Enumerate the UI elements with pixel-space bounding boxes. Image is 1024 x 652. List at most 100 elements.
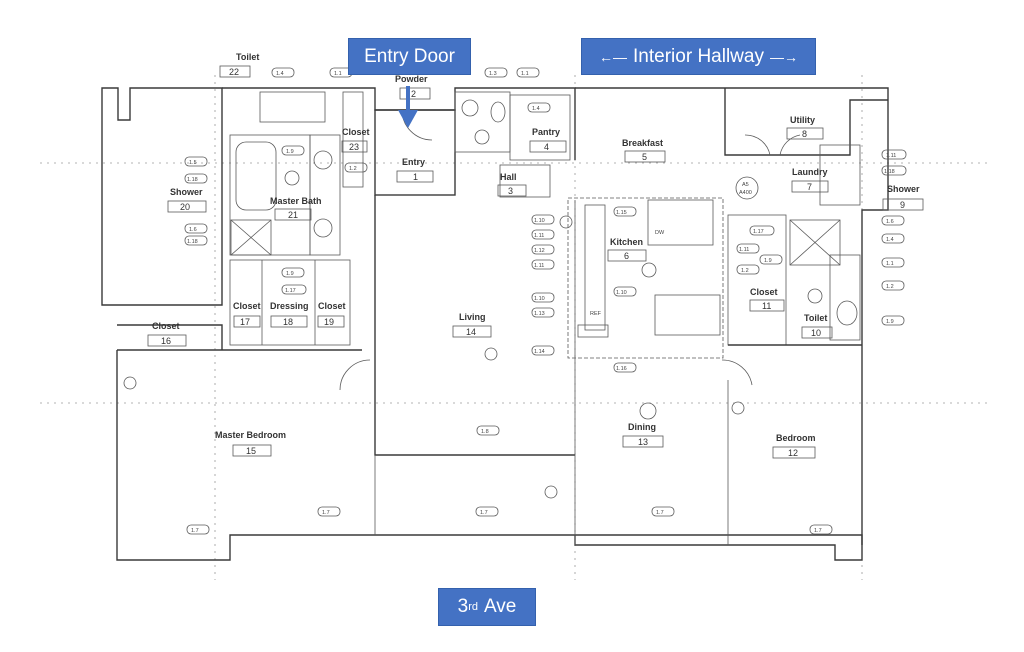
room-num-23: 23 bbox=[349, 142, 359, 152]
tag-1-9-b: 1.9 bbox=[286, 271, 294, 277]
left-arrow-icon: ←— bbox=[599, 48, 628, 65]
tag-1-4-c: 1.4 bbox=[886, 237, 894, 243]
fixture-labels: DW REF A5 A400 bbox=[590, 176, 759, 317]
section-ref-label: A5 bbox=[742, 182, 749, 188]
kitchen-block bbox=[559, 197, 724, 420]
tag-1-7-c: 1.7 bbox=[480, 510, 488, 516]
street-number: 3 bbox=[457, 596, 469, 617]
tag-1-18-b: 1.18 bbox=[187, 239, 198, 245]
room-num-13: 13 bbox=[638, 437, 648, 447]
room-name-breakfast: Breakfast bbox=[622, 138, 663, 148]
tag-1-4-b: 1.4 bbox=[532, 106, 540, 112]
ceiling-fixtures bbox=[284, 129, 823, 304]
room-num-3: 3 bbox=[508, 186, 513, 196]
tag-1-4-a: 1.4 bbox=[276, 71, 284, 77]
room-name-entry: Entry bbox=[402, 157, 425, 167]
right-wing bbox=[727, 134, 862, 545]
tag-1-2-a: 1.2 bbox=[349, 166, 357, 172]
down-arrow-icon bbox=[398, 86, 418, 128]
room-name-closet-11: Closet bbox=[750, 287, 778, 297]
room-num-22: 22 bbox=[229, 67, 239, 77]
tag-1-10-a: 1.10 bbox=[534, 218, 545, 224]
room-name-closet-16: Closet bbox=[152, 321, 180, 331]
street-suffix: rd bbox=[468, 601, 478, 613]
interior-hallway-label: Interior Hallway bbox=[633, 45, 764, 67]
tag-1-13: 1.13 bbox=[534, 311, 545, 317]
tag-1-18-c: 1.18 bbox=[884, 169, 895, 175]
main-living-area bbox=[123, 195, 753, 545]
tag-1-16: 1.16 bbox=[616, 366, 627, 372]
grid-lines bbox=[40, 75, 990, 580]
room-num-1: 1 bbox=[413, 172, 418, 182]
room-name-master-bedroom: Master Bedroom bbox=[215, 430, 286, 440]
room-num-2: 2 bbox=[411, 89, 416, 99]
tag-1-11-b: 1.11 bbox=[534, 263, 544, 269]
tag-1-14: 1.14 bbox=[534, 349, 545, 355]
room-num-5: 5 bbox=[642, 152, 647, 162]
room-num-10: 10 bbox=[811, 328, 821, 338]
room-name-shower-9: Shower bbox=[887, 184, 920, 194]
room-name-closet-17: Closet bbox=[233, 301, 261, 311]
keynote-tags: 1.4 1.1 1.3 1.1 1.4 1.5 1.18 1.6 1.18 1.… bbox=[184, 67, 907, 535]
room-name-kitchen: Kitchen bbox=[610, 237, 643, 247]
tag-1-6-b: 1.6 bbox=[886, 219, 894, 225]
interior-hallway-callout: ←— Interior Hallway —→ bbox=[581, 38, 816, 75]
room-name-powder: Powder bbox=[395, 74, 428, 84]
tag-1-9-a: 1.9 bbox=[286, 149, 294, 155]
tag-1-17-a: 1.17 bbox=[285, 288, 296, 294]
room-num-9: 9 bbox=[900, 200, 905, 210]
tag-1-7-a: 1.7 bbox=[191, 528, 199, 534]
tag-1-9-c: 1.9 bbox=[764, 258, 772, 264]
room-num-17: 17 bbox=[240, 317, 250, 327]
exterior-walls bbox=[101, 87, 889, 561]
tag-1-17-b: 1.17 bbox=[753, 229, 764, 235]
master-bath-block bbox=[229, 91, 364, 346]
room-num-7: 7 bbox=[807, 182, 812, 192]
tag-1-2-c: 1.2 bbox=[886, 284, 894, 290]
room-num-16: 16 bbox=[161, 336, 171, 346]
room-name-toilet-10: Toilet bbox=[804, 313, 827, 323]
tag-1-1-b: 1.1 bbox=[521, 71, 529, 77]
room-num-18: 18 bbox=[283, 317, 293, 327]
entry-door-label: Entry Door bbox=[364, 45, 455, 67]
room-name-closet-19: Closet bbox=[318, 301, 346, 311]
tag-1-7-e: 1.7 bbox=[814, 528, 822, 534]
room-name-utility: Utility bbox=[790, 115, 815, 125]
room-num-14: 14 bbox=[466, 327, 476, 337]
tag-1-5: 1.5 bbox=[189, 160, 197, 166]
refrigerator-label: REF bbox=[590, 311, 602, 317]
room-name-dining: Dining bbox=[628, 422, 656, 432]
tag-1-3: 1.3 bbox=[489, 71, 497, 77]
room-name-laundry: Laundry bbox=[792, 167, 828, 177]
tag-1-1-a: 1.1 bbox=[334, 71, 342, 77]
room-num-21: 21 bbox=[288, 210, 298, 220]
room-name-bedroom: Bedroom bbox=[776, 433, 816, 443]
tag-1-11-a: 1.11 bbox=[534, 233, 544, 239]
entry-door-callout: Entry Door bbox=[348, 38, 471, 75]
tag-1-8: 1.8 bbox=[481, 429, 489, 435]
tag-1-1-c: 1.1 bbox=[886, 261, 894, 267]
room-name-closet-23: Closet bbox=[342, 127, 370, 137]
room-name-toilet: Toilet bbox=[236, 52, 259, 62]
tag-1-10-b: 1.10 bbox=[534, 296, 545, 302]
room-name-shower-20: Shower bbox=[170, 187, 203, 197]
room-labels: Toilet 22 Powder 2 Closet 23 Entry 1 Hal… bbox=[147, 52, 924, 459]
room-num-12: 12 bbox=[788, 448, 798, 458]
street-name: Ave bbox=[483, 596, 517, 617]
tag-1-11-d: 1.11 bbox=[886, 153, 896, 159]
room-name-dressing: Dressing bbox=[270, 301, 309, 311]
room-num-6: 6 bbox=[624, 251, 629, 261]
sheet-ref-label: A400 bbox=[739, 190, 752, 196]
right-arrow-icon: —→ bbox=[769, 48, 798, 65]
room-num-11: 11 bbox=[762, 301, 771, 311]
tag-1-10-c: 1.10 bbox=[616, 290, 627, 296]
tag-1-15: 1.15 bbox=[616, 210, 627, 216]
tag-1-2-b: 1.2 bbox=[741, 268, 749, 274]
tag-1-11-c: 1.11 bbox=[739, 247, 749, 253]
room-name-master-bath: Master Bath bbox=[270, 196, 322, 206]
room-num-8: 8 bbox=[802, 129, 807, 139]
room-num-20: 20 bbox=[180, 202, 190, 212]
tag-1-12: 1.12 bbox=[534, 248, 545, 254]
